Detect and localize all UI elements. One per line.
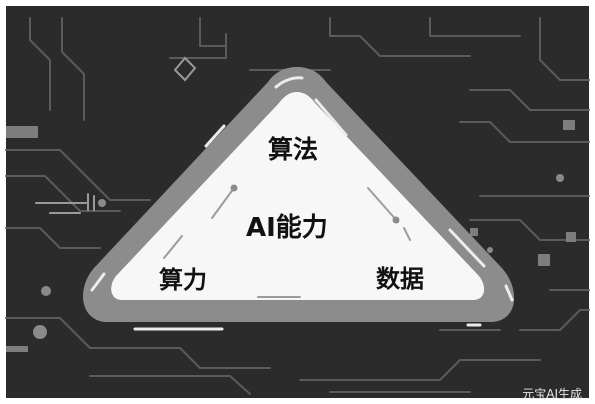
triangle-inner-fill [111, 92, 485, 300]
right-label-data: 数据 [376, 265, 424, 293]
left-label-compute: 算力 [159, 266, 207, 294]
inner-decorations [163, 187, 411, 298]
watermark: 元宝AI生成 [522, 387, 582, 401]
circuit-nodes [33, 174, 564, 339]
circuit-highlights [35, 56, 197, 214]
top-label-algorithm: 算法 [268, 135, 319, 164]
circuit-blocks [6, 120, 576, 352]
center-label-ai-capability: AI能力 [246, 213, 328, 243]
triangle-highlights [90, 76, 514, 331]
inner-decoration-dots [230, 184, 400, 224]
circuit-pattern [5, 17, 590, 395]
